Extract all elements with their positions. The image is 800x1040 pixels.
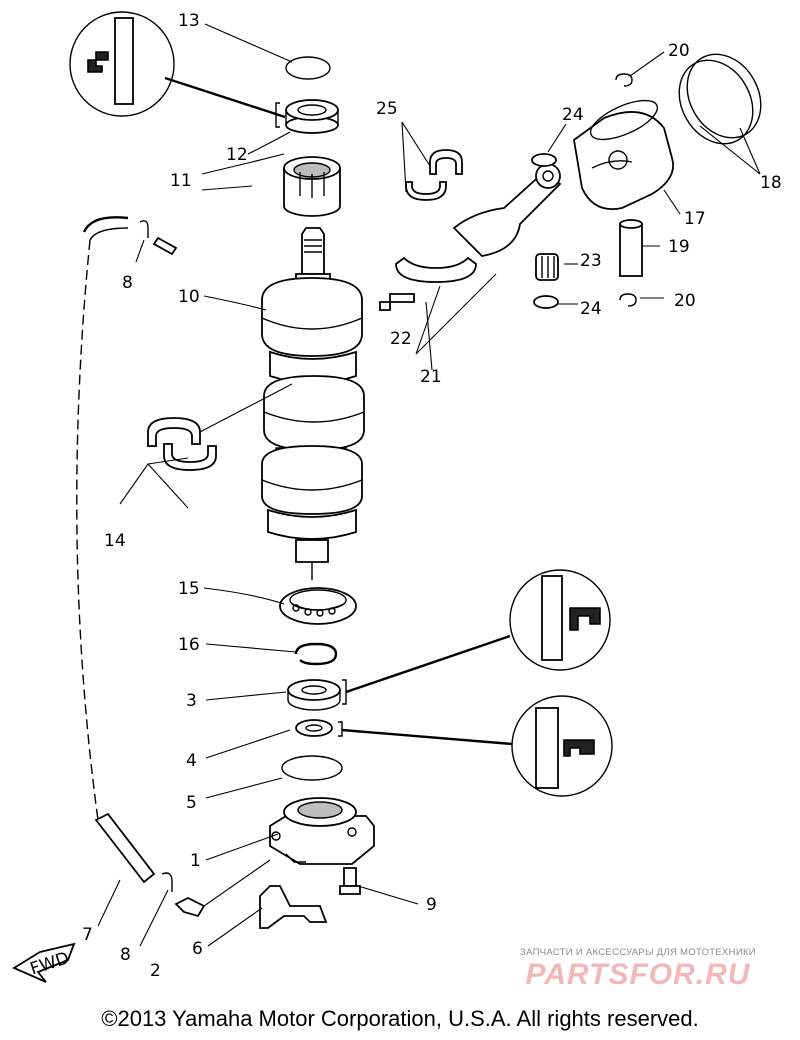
- part-number-4: 4: [186, 751, 197, 771]
- clip-20-bottom: [619, 293, 637, 307]
- part-number-20-top: 20: [668, 41, 690, 61]
- part-number-21: 21: [420, 367, 442, 387]
- crankshaft-10: [261, 227, 365, 580]
- piston-17: [573, 99, 674, 210]
- part-number-16: 16: [178, 635, 200, 655]
- part-number-25: 25: [376, 99, 398, 119]
- fwd-label: FWD: [28, 948, 72, 979]
- part-number-17: 17: [684, 209, 706, 229]
- part-number-23: 23: [580, 251, 602, 271]
- part-number-18: 18: [760, 173, 782, 193]
- part-number-7: 7: [82, 925, 93, 945]
- needle-bearing-23: [535, 253, 559, 281]
- o-ring-13: [285, 56, 331, 80]
- part-number-10: 10: [178, 287, 200, 307]
- part-numbers: 13 12 11 8 10 14 15 16 3 4 5 1 9 7 6 8 2…: [82, 11, 782, 981]
- oil-seal-3: [287, 634, 511, 711]
- fwd-arrow-icon: FWD: [12, 942, 76, 983]
- oil-seal-12: [275, 99, 339, 134]
- part-number-13: 13: [178, 11, 200, 31]
- part-number-24-top: 24: [562, 105, 584, 125]
- clip-20-top: [615, 73, 633, 87]
- hose-7: [76, 216, 156, 884]
- part-number-24-bottom: 24: [580, 299, 602, 319]
- callout-lines: [97, 23, 761, 947]
- washer-24-bottom: [533, 295, 559, 309]
- detail-circle-seal-3: [509, 569, 611, 671]
- bolt-22: [379, 293, 415, 311]
- part-number-8-bottom: 8: [120, 945, 131, 965]
- o-ring-5: [281, 755, 343, 781]
- detail-circle-seal-top: [69, 11, 286, 119]
- part-number-2: 2: [150, 961, 161, 981]
- clip-8-bottom: [161, 872, 173, 892]
- part-number-19: 19: [668, 237, 690, 257]
- housing-1: [269, 797, 375, 865]
- part-number-6: 6: [192, 939, 203, 959]
- copyright-notice: ©2013 Yamaha Motor Corporation, U.S.A. A…: [101, 1006, 699, 1031]
- fitting-2: [174, 859, 271, 918]
- watermark-tagline: ЗАПЧАСТИ И АКСЕССУАРЫ ДЛЯ МОТОТЕХНИКИ: [520, 947, 756, 958]
- watermark-logo: PARTSFOR.RU: [525, 958, 751, 991]
- bracket-6: [259, 885, 328, 929]
- circlip-16: [294, 642, 338, 666]
- part-number-8-top: 8: [122, 273, 133, 293]
- bearing-25: [405, 149, 463, 201]
- piston-pin-19: [619, 219, 643, 277]
- part-number-15: 15: [178, 579, 200, 599]
- part-number-14: 14: [104, 531, 126, 551]
- part-number-11: 11: [170, 171, 192, 191]
- part-number-20-bottom: 20: [674, 291, 696, 311]
- part-number-5: 5: [186, 793, 197, 813]
- part-number-9: 9: [426, 895, 437, 915]
- connecting-rod-21: [395, 163, 562, 283]
- part-number-12: 12: [226, 145, 248, 165]
- washer-24-top: [531, 153, 557, 167]
- part-number-1: 1: [190, 851, 201, 871]
- part-number-22: 22: [390, 329, 412, 349]
- bolt-9: [339, 867, 361, 895]
- detail-circle-seal-4: [511, 695, 613, 797]
- clip-8-top: [139, 220, 178, 256]
- part-number-3: 3: [186, 691, 197, 711]
- bearing-11: [283, 156, 341, 217]
- piston-rings-18: [678, 53, 762, 145]
- bearing-15: [279, 587, 357, 625]
- oil-seal-4: [295, 719, 513, 746]
